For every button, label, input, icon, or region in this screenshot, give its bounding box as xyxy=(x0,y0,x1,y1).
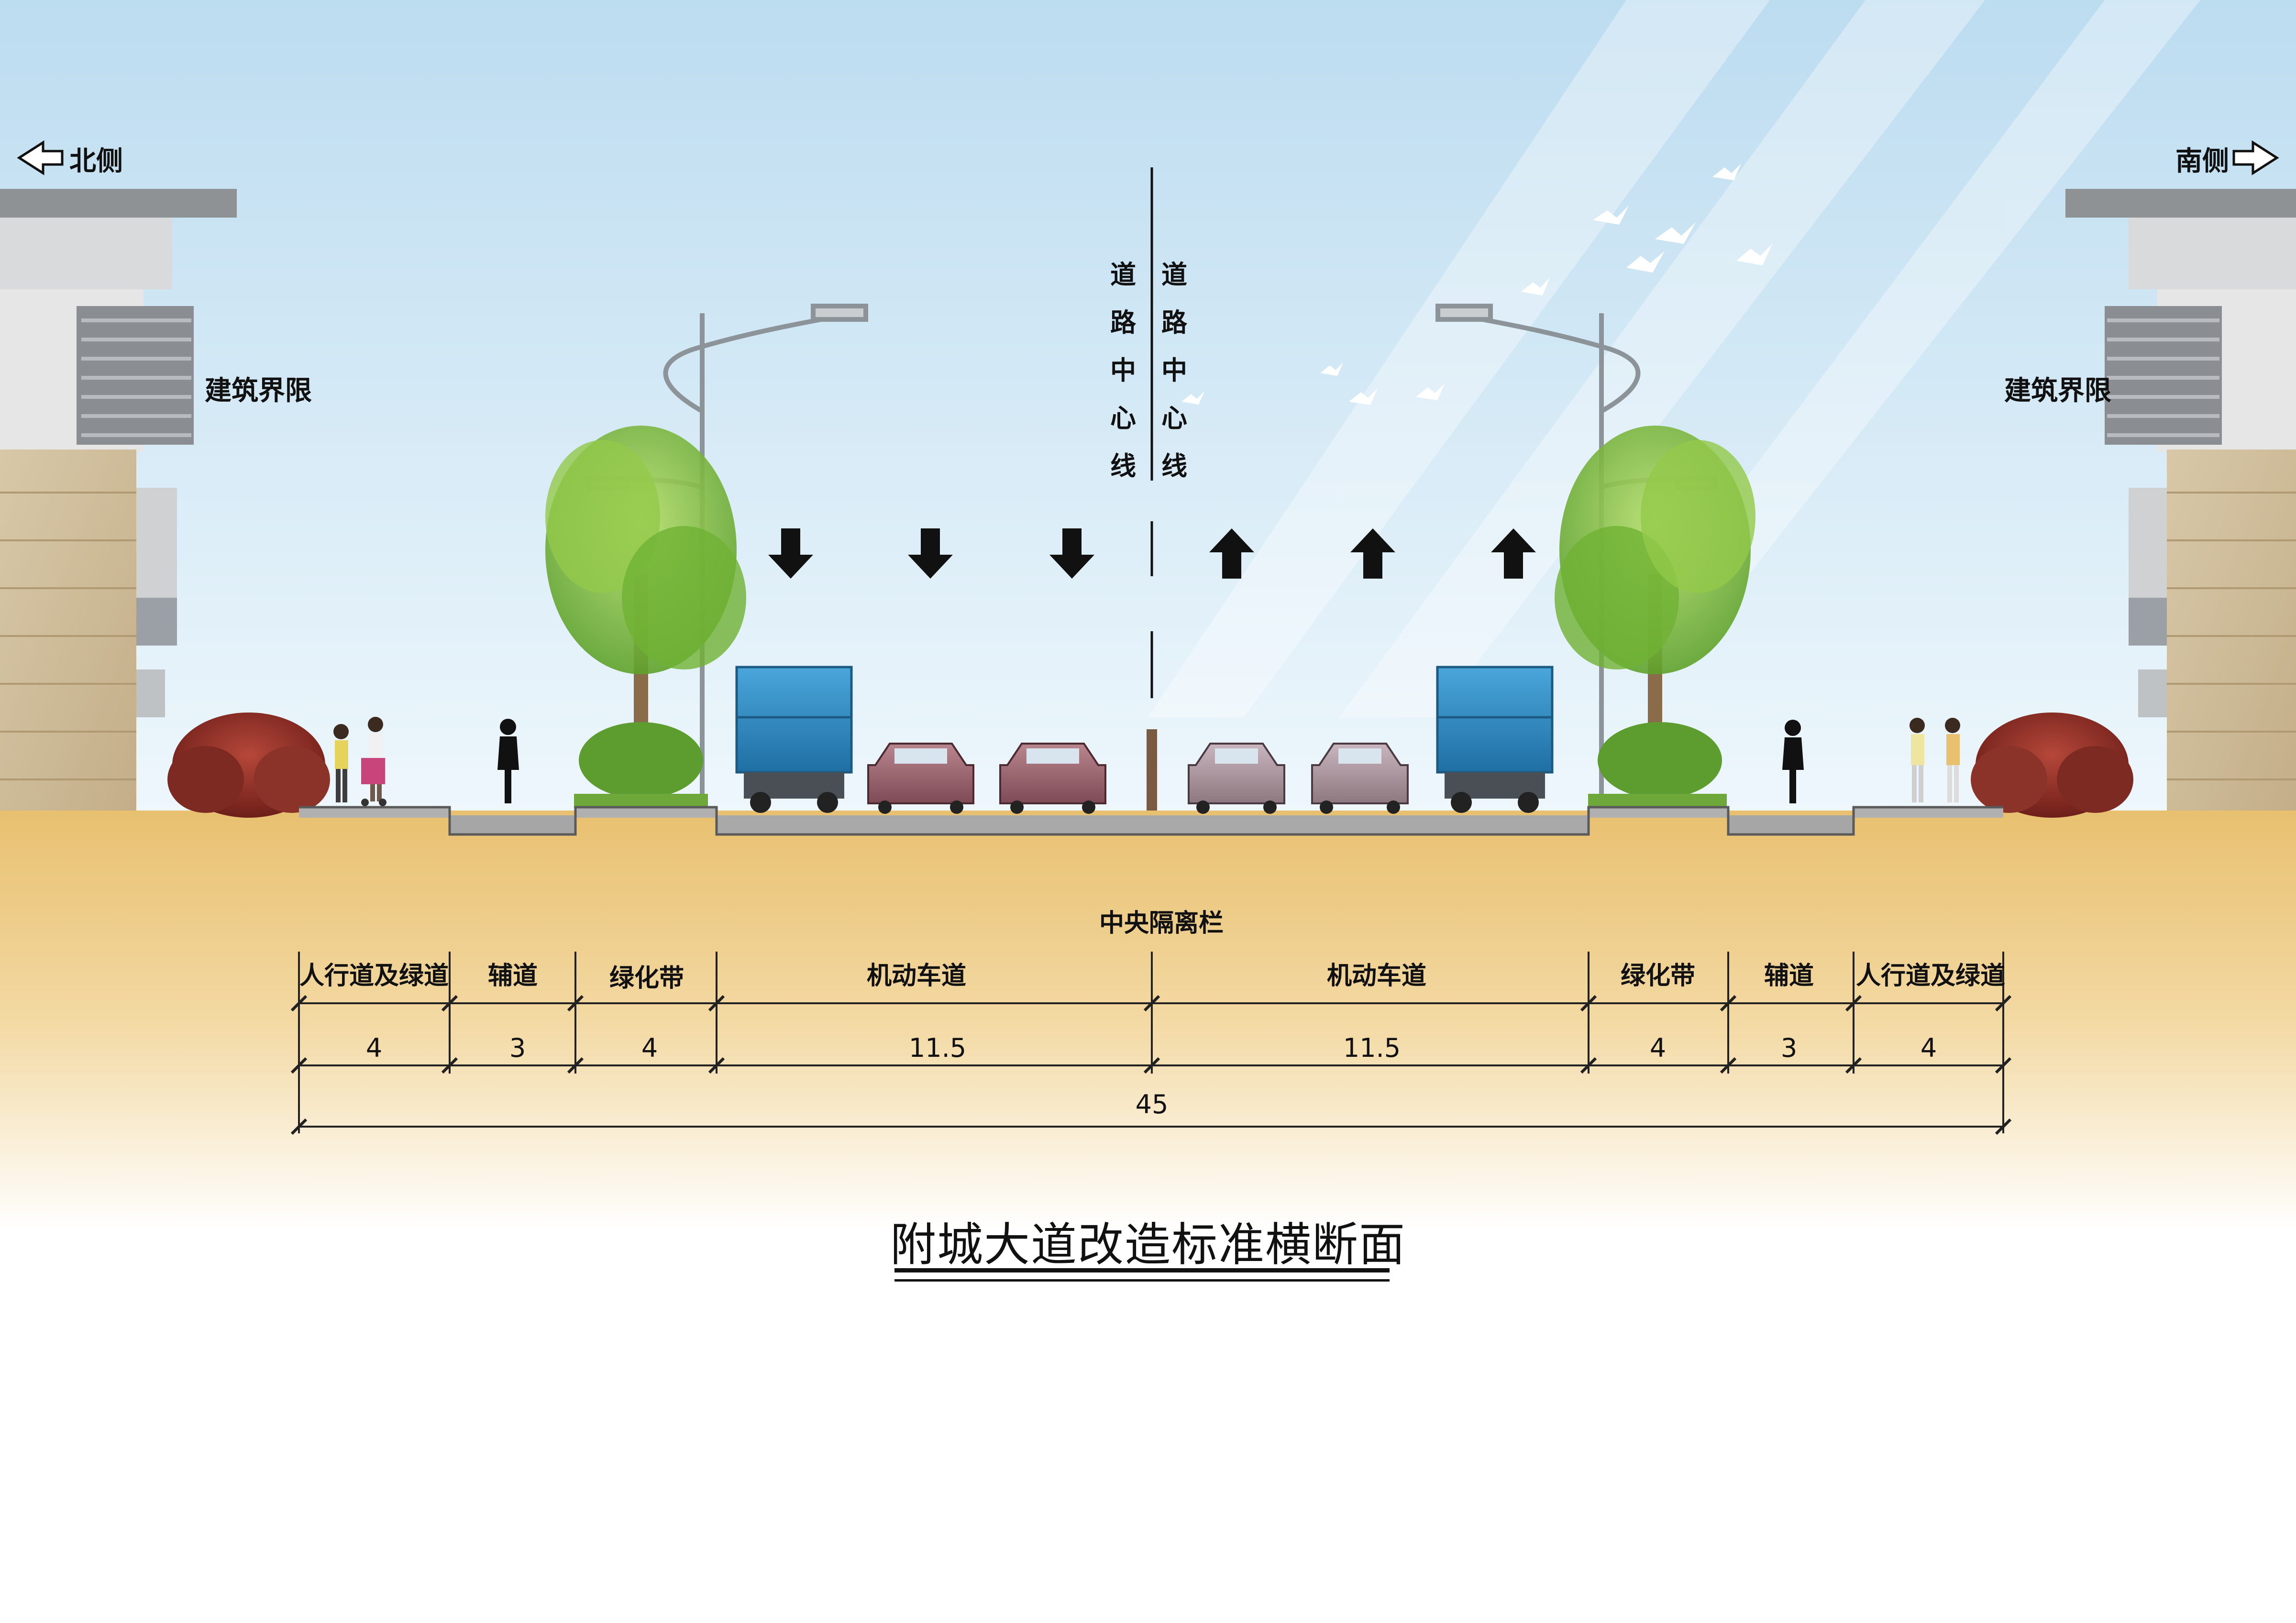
hedge-left xyxy=(167,713,330,818)
segment-label: 机动车道 xyxy=(1326,962,1427,990)
building-left xyxy=(0,189,237,811)
pedestrians-right xyxy=(1910,718,1960,802)
segment-label: 辅道 xyxy=(487,962,538,990)
segment-label: 人行道及绿道 xyxy=(299,962,449,990)
cyclist-left xyxy=(497,719,519,803)
dimension-lines xyxy=(290,952,2012,1135)
building-limit-label-left: 建筑界限 xyxy=(205,375,312,406)
sky xyxy=(0,0,2296,813)
right-arrow-icon xyxy=(2232,140,2279,175)
truck-right xyxy=(1436,666,1554,813)
building-right xyxy=(2065,189,2296,811)
hedge-right xyxy=(1971,713,2133,818)
diagram-title: 附城大道改造标准横断面 xyxy=(890,1218,1406,1272)
south-label: 南侧 xyxy=(2175,146,2229,177)
car-3 xyxy=(1188,743,1285,814)
down-arrow-icon xyxy=(768,528,1094,579)
segment-width: 3 xyxy=(509,1033,526,1063)
north-label: 北侧 xyxy=(69,146,123,177)
median-barrier xyxy=(1147,729,1157,811)
segment-label: 机动车道 xyxy=(866,962,967,990)
segment-width: 11.5 xyxy=(1343,1033,1401,1063)
segment-label: 人行道及绿道 xyxy=(1855,962,2006,990)
green-belt-right xyxy=(1588,794,1727,808)
segment-width: 4 xyxy=(641,1033,658,1063)
median-label: 中央隔离栏 xyxy=(1099,909,1224,938)
total-width: 45 xyxy=(1135,1089,1169,1119)
pedestrians-left xyxy=(333,717,386,806)
segment-width: 3 xyxy=(1780,1033,1798,1063)
segment-label: 绿化带 xyxy=(1620,962,1696,990)
green-belt-left xyxy=(574,794,708,808)
road-profile xyxy=(299,806,2003,836)
segment-width: 4 xyxy=(365,1033,383,1063)
centerline-label-right: 道路中心线 xyxy=(1161,260,1187,481)
cyclist-right xyxy=(1782,720,1804,803)
segment-label: 辅道 xyxy=(1764,962,1814,990)
building-limit-label-right: 建筑界限 xyxy=(2004,375,2111,406)
title-underline-thin xyxy=(894,1279,1390,1282)
truck-left xyxy=(735,666,853,813)
segment-width: 4 xyxy=(1920,1033,1937,1063)
centerline-label-left: 道路中心线 xyxy=(1110,260,1136,481)
car-1 xyxy=(867,743,974,814)
birds xyxy=(1181,164,1772,405)
up-arrow-icon xyxy=(1209,528,1536,579)
ground xyxy=(0,811,2296,1231)
tree-left xyxy=(545,426,746,803)
left-arrow-icon xyxy=(17,140,64,175)
car-4 xyxy=(1311,743,1409,814)
segment-width: 4 xyxy=(1649,1033,1667,1063)
car-2 xyxy=(999,743,1106,814)
title-underline xyxy=(894,1268,1390,1272)
segment-label: 绿化带 xyxy=(609,964,684,993)
tree-right xyxy=(1555,426,1755,803)
segment-width: 11.5 xyxy=(908,1033,967,1063)
